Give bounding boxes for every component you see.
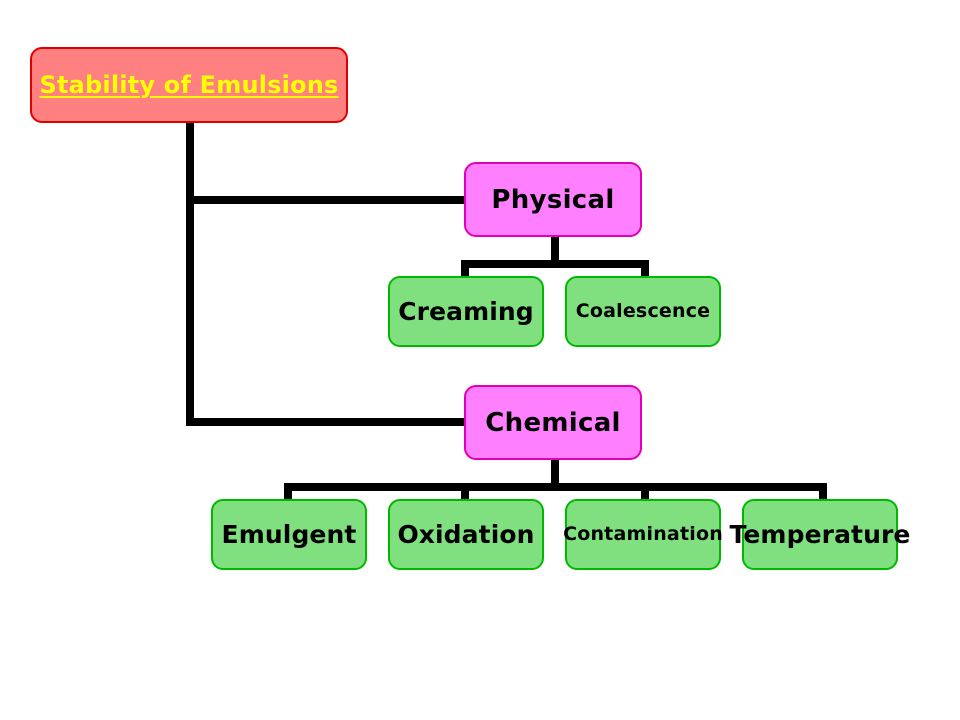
chemical-node: Chemical [464,385,642,460]
root-trunk-connector [186,123,194,426]
physical-down-connector [551,237,559,268]
emulgent-node: Emulgent [211,499,367,570]
chemical-label: Chemical [485,407,621,438]
root-to-physical-connector [186,196,467,204]
emulgent-label: Emulgent [221,520,357,549]
coalescence-node: Coalescence [565,276,721,347]
stability-of-emulsions-label: Stability of Emulsions [39,71,339,99]
chemical-to-contamination-connector [641,483,649,500]
creaming-node: Creaming [388,276,544,347]
temperature-node: Temperature [730,499,910,570]
oxidation-label: Oxidation [397,520,535,549]
physical-to-creaming-connector [461,260,469,277]
physical-label: Physical [491,184,615,215]
contamination-node: Contamination [563,499,723,570]
root-to-chemical-connector [186,418,467,426]
physical-to-coalescence-connector [641,260,649,277]
chemical-down-connector [551,460,559,491]
physical-node: Physical [464,162,642,237]
creaming-label: Creaming [398,297,534,326]
physical-bar-connector [461,260,649,268]
chemical-bar-connector [284,483,827,491]
coalescence-label: Coalescence [575,300,711,322]
chemical-to-oxidation-connector [461,483,469,500]
stability-of-emulsions-node: Stability of Emulsions [30,47,348,123]
chemical-to-emulgent-connector [284,483,292,500]
contamination-label: Contamination [563,523,723,545]
chemical-to-temperature-connector [819,483,827,500]
temperature-label: Temperature [729,520,911,549]
oxidation-node: Oxidation [388,499,544,570]
